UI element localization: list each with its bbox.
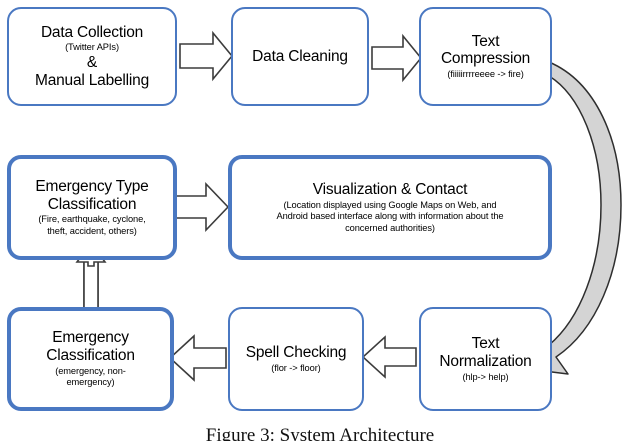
node-emergency-type-classification[interactable]: Emergency Type Classification (Fire, ear… (7, 155, 177, 260)
node-spell-checking-subtitle: (flor -> floor) (271, 362, 321, 373)
node-data-collection-title: Data Collection (40, 23, 144, 41)
node-data-collection-subtitle: (Twitter APIs) (65, 42, 119, 53)
node-data-collection-title2: Manual Labelling (35, 71, 149, 89)
arrow-emergency-classification-to-type-shaft (83, 259, 99, 311)
arrow-emergency-type-to-visualization (169, 182, 230, 232)
node-visualization-contact[interactable]: Visualization & Contact (Location displa… (228, 155, 552, 260)
node-visualization-contact-title: Visualization & Contact (312, 181, 468, 199)
node-text-compression-title: Text Compression (440, 32, 531, 68)
node-text-compression[interactable]: Text Compression (fiiiiirrrreeee -> fire… (419, 7, 552, 106)
node-data-cleaning[interactable]: Data Cleaning (231, 7, 369, 106)
node-emergency-classification[interactable]: Emergency Classification (emergency, non… (7, 307, 174, 411)
node-emergency-classification-title: Emergency Classification (46, 329, 135, 365)
node-spell-checking[interactable]: Spell Checking (flor -> floor) (228, 307, 364, 411)
node-visualization-contact-subtitle: (Location displayed using Google Maps on… (276, 199, 504, 233)
figure-caption: Figure 3: System Architecture (205, 425, 435, 441)
arrow-spellchecking-to-emergency-classification (168, 334, 227, 382)
node-data-cleaning-title: Data Cleaning (252, 47, 348, 65)
arrow-cleaning-to-compression (371, 33, 423, 83)
node-data-collection-ampersand: & (86, 53, 98, 71)
node-text-normalization-title: Text Normalization (439, 335, 532, 370)
arrow-collection-to-cleaning (179, 30, 234, 82)
node-emergency-classification-subtitle: (emergency, non- emergency) (55, 365, 126, 388)
node-emergency-type-classification-subtitle: (Fire, earthquake, cyclone, theft, accid… (38, 214, 146, 236)
node-emergency-type-classification-title: Emergency Type Classification (35, 177, 149, 213)
node-text-normalization-subtitle: (hlp-> help) (462, 371, 509, 382)
node-text-compression-subtitle: (fiiiiirrrreeee -> fire) (447, 69, 524, 80)
arrow-normalization-to-spellchecking (361, 335, 417, 379)
node-data-collection[interactable]: Data Collection (Twitter APIs) & Manual … (7, 7, 177, 106)
node-text-normalization[interactable]: Text Normalization (hlp-> help) (419, 307, 552, 411)
node-spell-checking-title: Spell Checking (245, 343, 347, 361)
